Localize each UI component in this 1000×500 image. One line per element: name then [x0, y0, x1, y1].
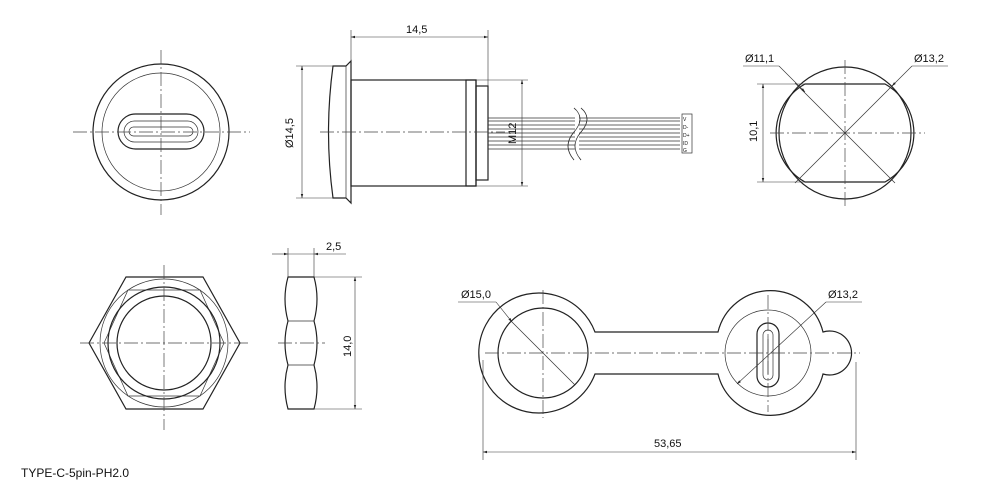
dim-front-outer-diameter: Ø13,2	[914, 53, 944, 65]
hex-nut-front-view	[80, 265, 250, 430]
pin-label-g: G	[683, 148, 687, 154]
pin-label-id: ID	[683, 141, 688, 147]
dust-cap-view: Ø15,0 Ø13,2 53,65	[458, 289, 862, 460]
dim-body-length: 14,5	[406, 24, 427, 36]
dim-nut-thickness: 2,5	[326, 241, 341, 253]
dim-flat-width: 10,1	[748, 121, 760, 142]
dim-cap-diameter: Ø15,0	[461, 289, 491, 301]
front-view-slot	[73, 50, 250, 215]
pin-label-dminus: D-	[683, 125, 689, 131]
dim-front-inner-diameter: Ø11,1	[745, 53, 774, 65]
hex-nut-side-view: 2,5 14,0	[272, 241, 362, 410]
dim-cap-length: 53,65	[654, 438, 682, 450]
pin-label-v: V	[683, 117, 687, 123]
pin-label-dplus: D+	[683, 133, 690, 139]
panel-cutout-view: Ø11,1 Ø13,2 10,1	[743, 53, 948, 208]
dim-flange-diameter: Ø14,5	[284, 118, 296, 148]
dim-cap-ring-diameter: Ø13,2	[828, 289, 858, 301]
drawing-title: TYPE-C-5pin-PH2.0	[21, 466, 129, 480]
dim-nut-width: 14,0	[342, 336, 354, 357]
side-view-connector: V D- D+ ID G 14,5 Ø14,5 M12	[284, 24, 693, 205]
dim-thread: M12	[507, 123, 519, 144]
